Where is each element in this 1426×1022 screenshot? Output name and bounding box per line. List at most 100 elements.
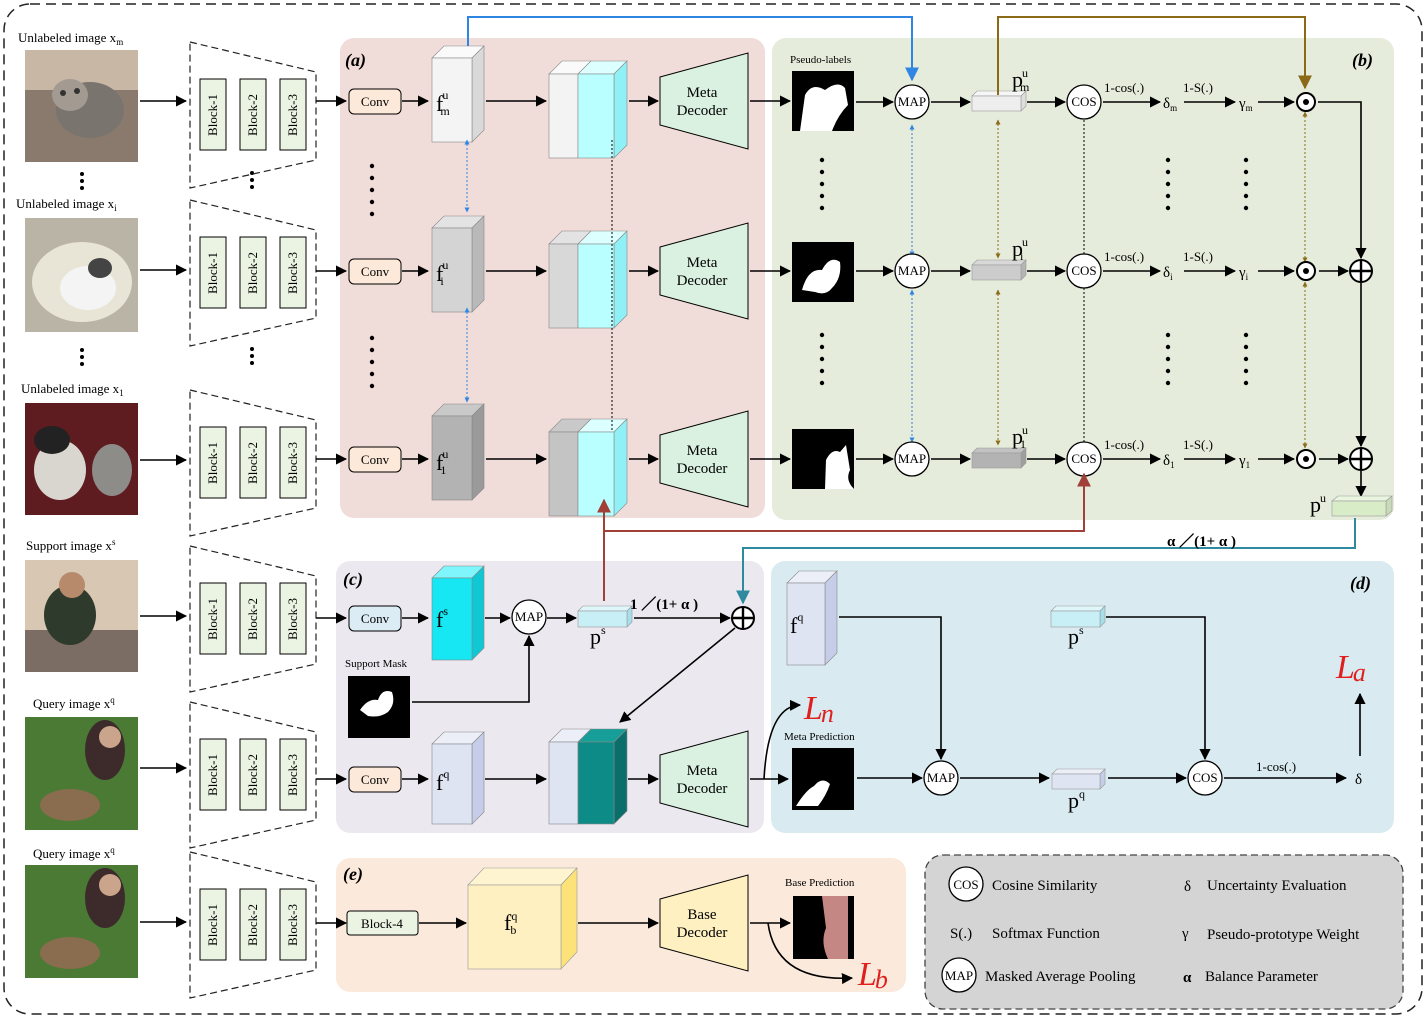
weighted-product-node-0 — [1296, 92, 1316, 112]
encoder-block2: Block-2 — [239, 582, 267, 655]
concat-cube-c — [577, 741, 615, 825]
conv-box-1: Conv — [348, 258, 402, 285]
panel-b-label: (b) — [1352, 50, 1373, 71]
svg-text:Pseudo-prototype Weight: Pseudo-prototype Weight — [1207, 927, 1360, 943]
svg-text:Base: Base — [687, 907, 717, 923]
concat-cube-0 — [548, 60, 628, 159]
svg-text:Block-2: Block-2 — [245, 904, 260, 946]
input-unlabeled-m: Unlabeled image xm — [18, 30, 138, 162]
legend-cos-icon — [948, 866, 984, 902]
conv-box-3: Conv — [348, 605, 402, 632]
panel-c-arrows — [412, 612, 736, 785]
panel-c-label: (c) — [343, 569, 363, 590]
input-unlabeled-i: Unlabeled image xi — [16, 196, 138, 332]
ps-prototype-d — [1050, 610, 1101, 628]
svg-text:1-cos(.): 1-cos(.) — [1104, 249, 1144, 264]
panel-d-label: (d) — [1350, 573, 1371, 594]
svg-text:Block-1: Block-1 — [205, 598, 220, 640]
pq-prototype — [1051, 773, 1101, 790]
svg-text:Conv: Conv — [361, 94, 390, 109]
conv-arrows — [402, 95, 430, 785]
svg-text:Block-1: Block-1 — [205, 904, 220, 946]
svg-text:Block-2: Block-2 — [245, 754, 260, 796]
svg-text:Masked Average Pooling: Masked Average Pooling — [985, 969, 1136, 985]
svg-text:pu: pu — [1310, 491, 1326, 517]
svg-text:1-S(.): 1-S(.) — [1183, 80, 1213, 95]
svg-text:Query image xq: Query image xq — [33, 845, 115, 861]
map-query — [923, 760, 959, 796]
svg-text:1-cos(.): 1-cos(.) — [1256, 759, 1296, 774]
input-query-e: Query image xq — [25, 845, 138, 978]
encoder-block1: Block-1 — [199, 888, 227, 961]
panel-c-content: fs MAP ps 1 ／(1+ α ) Support Mask fq — [345, 565, 698, 825]
svg-text:COS: COS — [953, 877, 978, 892]
fs-cube — [431, 577, 473, 661]
svg-text:MAP: MAP — [515, 609, 543, 624]
encoder-block2: Block-2 — [239, 78, 267, 151]
svg-text:Block-2: Block-2 — [245, 252, 260, 294]
svg-text:Meta: Meta — [687, 255, 718, 271]
input-arrows — [140, 95, 188, 928]
svg-text:MAP: MAP — [927, 770, 955, 785]
svg-text:1-cos(.): 1-cos(.) — [1104, 80, 1144, 95]
svg-text:Decoder: Decoder — [677, 461, 728, 477]
panel-e-arrows — [419, 917, 854, 985]
sum-arrows — [1318, 101, 1367, 498]
encoder-arrows — [316, 95, 348, 929]
cos-query — [1187, 760, 1223, 796]
fu-cube-0 — [431, 45, 485, 143]
pu-final: pu — [1310, 491, 1393, 517]
svg-text:γi: γi — [1238, 265, 1249, 282]
svg-text:pq: pq — [1068, 787, 1085, 813]
encoder-block2: Block-2 — [239, 426, 267, 499]
encoder-block3: Block-3 — [279, 78, 307, 151]
svg-text:fq: fq — [790, 610, 803, 638]
base-prediction-title: Base Prediction — [785, 877, 855, 889]
fu-links — [464, 124, 915, 443]
concat-cube-2 — [548, 418, 628, 517]
encoder-block2: Block-2 — [239, 738, 267, 811]
svg-text:Balance Parameter: Balance Parameter — [1205, 969, 1318, 985]
svg-text:Cosine Similarity: Cosine Similarity — [992, 878, 1098, 894]
input-query-c: Query image xq — [25, 695, 138, 830]
input-support: Support image xs — [25, 537, 138, 672]
svg-text:Support image xs: Support image xs — [26, 537, 116, 553]
svg-text:Conv: Conv — [361, 772, 390, 787]
feature-cubes — [431, 45, 792, 517]
cos-node-0: COS — [1066, 84, 1102, 120]
weighted-product-node-2 — [1296, 449, 1316, 469]
svg-text:δ1: δ1 — [1163, 453, 1175, 470]
sum-nodes — [731, 259, 1373, 630]
svg-text:pui: pui — [1012, 235, 1028, 263]
legend-delta-icon: δ — [1184, 879, 1191, 895]
svg-text:fui: fui — [436, 258, 448, 288]
svg-text:Conv: Conv — [361, 452, 390, 467]
loss-a: La — [1335, 649, 1366, 687]
teal-fusion-arrow — [736, 518, 1356, 605]
map-node-1: MAP — [894, 253, 930, 289]
svg-text:γm: γm — [1238, 96, 1253, 113]
encoder-block1: Block-1 — [199, 236, 227, 309]
fq-cube-d — [786, 582, 826, 666]
svg-text:1-S(.): 1-S(.) — [1183, 437, 1213, 452]
svg-text:COS: COS — [1071, 451, 1096, 466]
svg-text:Meta: Meta — [687, 443, 718, 459]
svg-text:MAP: MAP — [898, 94, 926, 109]
svg-text:MAP: MAP — [898, 451, 926, 466]
panel-d-arrows — [750, 616, 1366, 785]
svg-text:S(.): S(.) — [950, 926, 972, 942]
encoder-block3: Block-3 — [279, 888, 307, 961]
svg-text:MAP: MAP — [898, 263, 926, 278]
map-support — [511, 599, 547, 635]
panel-d — [771, 561, 1394, 833]
fu-cube-1 — [431, 215, 485, 313]
svg-text:pum: pum — [1012, 66, 1030, 94]
